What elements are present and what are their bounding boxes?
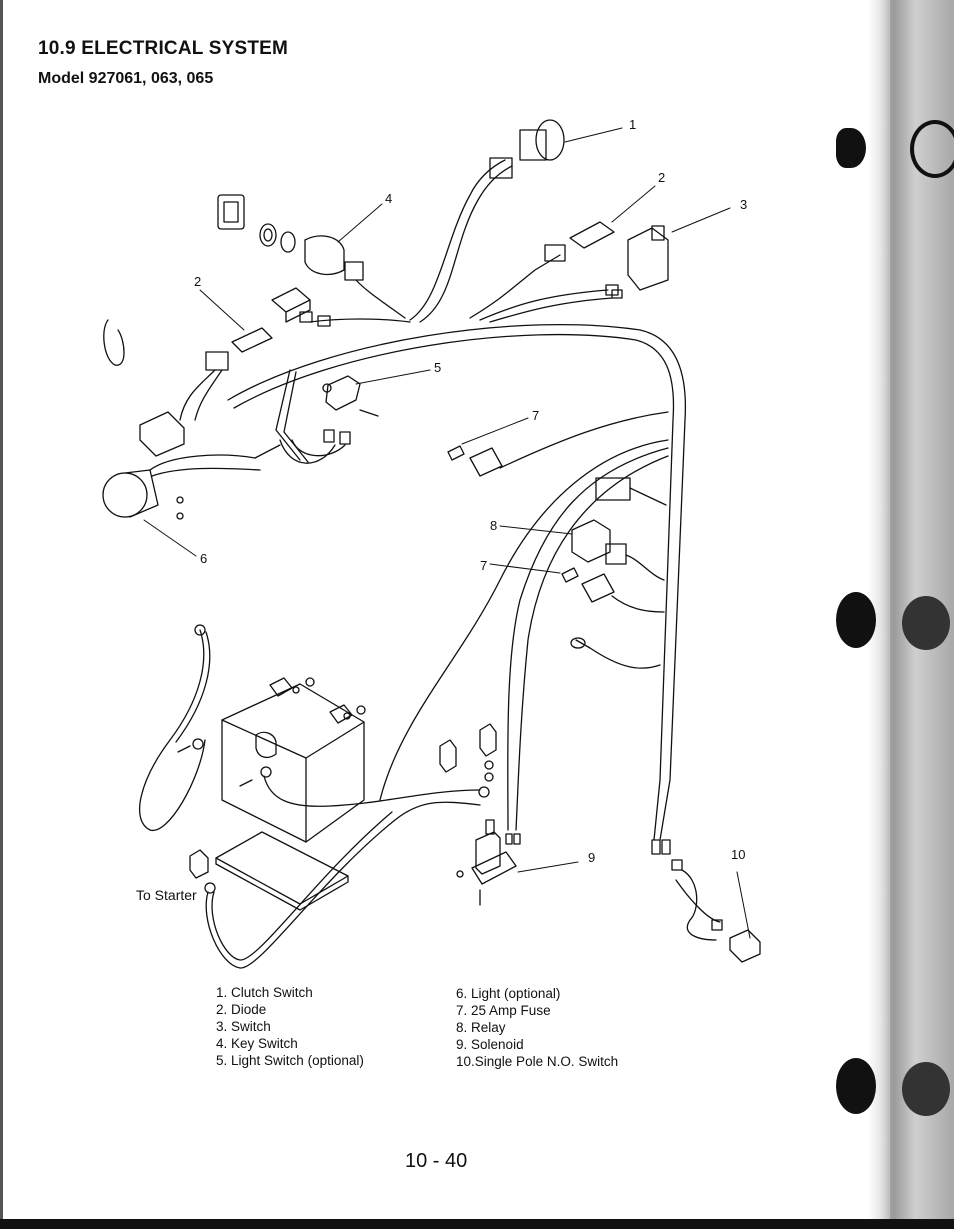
binder-hole-middle	[836, 592, 876, 648]
legend-num: 8.	[456, 1020, 468, 1035]
legend-num: 7.	[456, 1003, 468, 1018]
legend-num: 3.	[216, 1019, 228, 1034]
connector-block	[103, 319, 185, 457]
legend-num: 1.	[216, 985, 228, 1000]
upper-wires	[309, 159, 613, 323]
legend-label: Relay	[471, 1020, 506, 1035]
legend-num: 5.	[216, 1053, 228, 1068]
main-harness	[227, 323, 687, 841]
legend-item: 4. Key Switch	[216, 1035, 364, 1052]
scan-bottom-bar	[0, 1219, 954, 1229]
callout-2-left: 2	[194, 274, 201, 289]
key-switch	[217, 194, 364, 281]
legend-num: 9.	[456, 1037, 468, 1052]
light-switch-rocker	[271, 287, 331, 327]
legend-item: 6. Light (optional)	[456, 985, 618, 1002]
legend-right: 6. Light (optional) 7. 25 Amp Fuse 8. Re…	[456, 985, 618, 1070]
terminal-boots	[189, 723, 497, 879]
switch-3	[605, 225, 669, 299]
binder-ring-bottom	[902, 1062, 950, 1116]
legend-label: Diode	[231, 1002, 267, 1017]
leader-lines	[143, 127, 751, 939]
diode-upper	[544, 221, 615, 262]
callout-3: 3	[740, 197, 747, 212]
legend-item: 9. Solenoid	[456, 1036, 618, 1053]
binder-hole-bottom	[836, 1058, 876, 1114]
callout-9: 9	[588, 850, 595, 865]
callout-1: 1	[629, 117, 636, 132]
fuse-upper	[447, 411, 669, 477]
page-number: 10 - 40	[405, 1150, 468, 1172]
callout-7-upper: 7	[532, 408, 539, 423]
harness-connector	[570, 477, 667, 669]
light-switch-5	[279, 375, 379, 464]
legend-label: Key Switch	[231, 1036, 298, 1051]
legend-item: 5. Light Switch (optional)	[216, 1052, 364, 1069]
callout-7-lower: 7	[480, 558, 487, 573]
fuse-lower	[561, 567, 665, 613]
battery-tray	[215, 831, 349, 911]
solenoid-wires	[379, 439, 669, 831]
legend-item: 10.Single Pole N.O. Switch	[456, 1053, 618, 1070]
callout-4: 4	[385, 191, 392, 206]
legend-num: 4.	[216, 1036, 228, 1051]
legend-num: 6.	[456, 986, 468, 1001]
callout-10: 10	[731, 847, 745, 862]
legend-item: 3. Switch	[216, 1018, 364, 1035]
binder-ring-top	[910, 120, 954, 178]
solenoid	[456, 819, 521, 906]
callout-6: 6	[200, 551, 207, 566]
legend-num: 10.	[456, 1054, 475, 1069]
section-title: 10.9 ELECTRICAL SYSTEM	[38, 38, 289, 59]
clutch-switch	[489, 119, 565, 179]
legend-label: Clutch Switch	[231, 985, 313, 1000]
relay	[571, 519, 665, 581]
to-starter-label: To Starter	[136, 887, 197, 903]
light-6	[102, 444, 281, 520]
battery-cables	[138, 624, 490, 969]
legend-item: 2. Diode	[216, 1001, 364, 1018]
legend-label: Single Pole N.O. Switch	[474, 1054, 619, 1069]
callout-2-upper: 2	[658, 170, 665, 185]
callout-8: 8	[490, 518, 497, 533]
legend-label: Switch	[231, 1019, 271, 1034]
legend-left: 1. Clutch Switch 2. Diode 3. Switch 4. K…	[216, 984, 364, 1069]
binder-hole-top	[836, 128, 866, 168]
legend-item: 8. Relay	[456, 1019, 618, 1036]
legend-item: 7. 25 Amp Fuse	[456, 1002, 618, 1019]
wiring-diagram: 1 2 3 4 2 5 7 6 8 7 9 10 To Starter	[102, 117, 761, 969]
legend-label: Solenoid	[471, 1037, 524, 1052]
callout-5: 5	[434, 360, 441, 375]
model-number: Model 927061, 063, 065	[38, 70, 214, 87]
legend-label: Light Switch (optional)	[231, 1053, 364, 1068]
legend-label: Light (optional)	[471, 986, 561, 1001]
legend-label: 25 Amp Fuse	[471, 1003, 551, 1018]
legend-num: 2.	[216, 1002, 228, 1017]
battery	[221, 677, 366, 843]
scan-left-edge	[0, 0, 3, 1229]
diode-left	[179, 327, 273, 421]
legend-item: 1. Clutch Switch	[216, 984, 364, 1001]
binder-ring-middle	[902, 596, 950, 650]
